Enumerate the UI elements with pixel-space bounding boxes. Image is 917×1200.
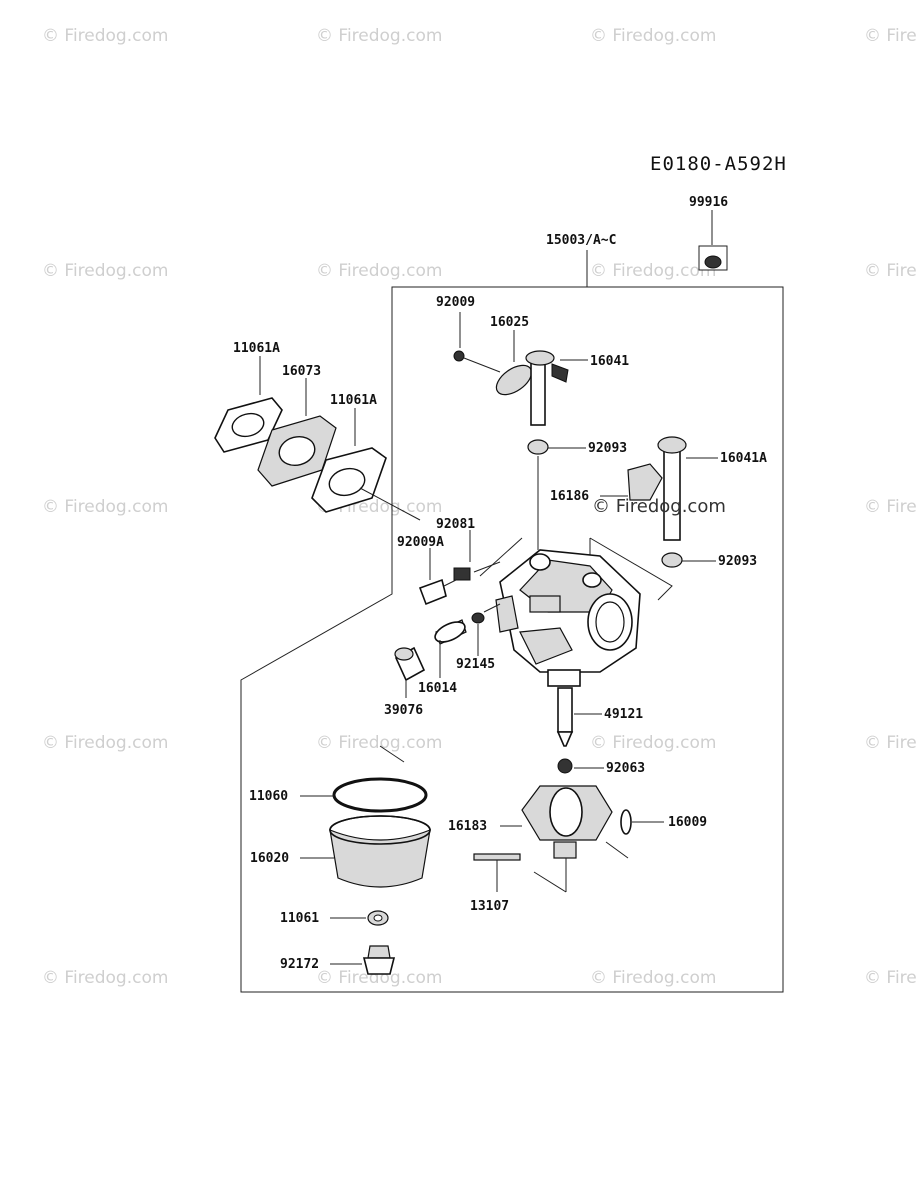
watermark: © Firedog.com xyxy=(864,26,917,46)
part-label: 11061A xyxy=(233,341,280,356)
part-label: 99916 xyxy=(689,195,728,210)
float-assembly xyxy=(473,785,664,893)
drain-bolt xyxy=(330,910,396,975)
watermark: © Firedog.com xyxy=(42,26,168,46)
watermark: © Firedog.com xyxy=(864,968,917,988)
watermark: © Firedog.com xyxy=(42,497,168,517)
part-label: 49121 xyxy=(604,707,643,722)
part-label: 92009 xyxy=(436,295,475,310)
washer-92093-upper xyxy=(527,439,586,550)
watermark: © Firedog.com xyxy=(316,261,442,281)
watermark-layer: © Firedog.com © Firedog.com © Firedog.co… xyxy=(42,26,917,988)
watermark: © Firedog.com xyxy=(590,968,716,988)
part-label: 16025 xyxy=(490,315,529,330)
choke-shaft xyxy=(600,436,718,568)
watermark: © Firedog.com xyxy=(590,26,716,46)
part-label: 92145 xyxy=(456,657,495,672)
part-label: 16186 xyxy=(550,489,589,504)
part-label: 16041 xyxy=(590,354,629,369)
watermark: © Firedog.com xyxy=(316,733,442,753)
watermark: © Firedog.com xyxy=(316,26,442,46)
part-label: 92063 xyxy=(606,761,645,776)
part-label: 15003/A~C xyxy=(546,233,616,248)
main-jet-parts xyxy=(394,603,501,698)
watermark: © Firedog.com xyxy=(316,968,442,988)
gasket-set xyxy=(214,356,421,521)
part-label: 11060 xyxy=(249,789,288,804)
diagram-code: E0180-A592H xyxy=(650,153,787,175)
watermark: © Firedog.com xyxy=(864,497,917,517)
carburetor-body xyxy=(479,537,673,687)
watermark-overlay: © Firedog.com xyxy=(592,496,726,517)
part-label: 16014 xyxy=(418,681,457,696)
watermark: © Firedog.com xyxy=(42,733,168,753)
part-label: 39076 xyxy=(384,703,423,718)
part-label: 92093 xyxy=(718,554,757,569)
float-bowl xyxy=(300,745,431,888)
part-label: 16183 xyxy=(448,819,487,834)
part-label: 92172 xyxy=(280,957,319,972)
watermark: © Firedog.com xyxy=(590,733,716,753)
part-label: 11061A xyxy=(330,393,377,408)
part-label: 92093 xyxy=(588,441,627,456)
part-label: 92009A xyxy=(397,535,444,550)
part-99916 xyxy=(698,210,728,271)
emulsion-tube xyxy=(556,687,604,774)
part-label: 16073 xyxy=(282,364,321,379)
watermark: © Firedog.com xyxy=(864,261,917,281)
assembly-frame xyxy=(240,250,784,993)
pilot-screw xyxy=(418,530,501,606)
part-label: 13107 xyxy=(470,899,509,914)
part-label: 16020 xyxy=(250,851,289,866)
watermark: © Firedog.com xyxy=(864,733,917,753)
throttle-shaft xyxy=(453,312,588,426)
part-label: 16041A xyxy=(720,451,767,466)
part-label: 16009 xyxy=(668,815,707,830)
watermark: © Firedog.com xyxy=(590,261,716,281)
watermark: © Firedog.com xyxy=(42,261,168,281)
watermark: © Firedog.com xyxy=(42,968,168,988)
part-label: 92081 xyxy=(436,517,475,532)
part-label: 11061 xyxy=(280,911,319,926)
